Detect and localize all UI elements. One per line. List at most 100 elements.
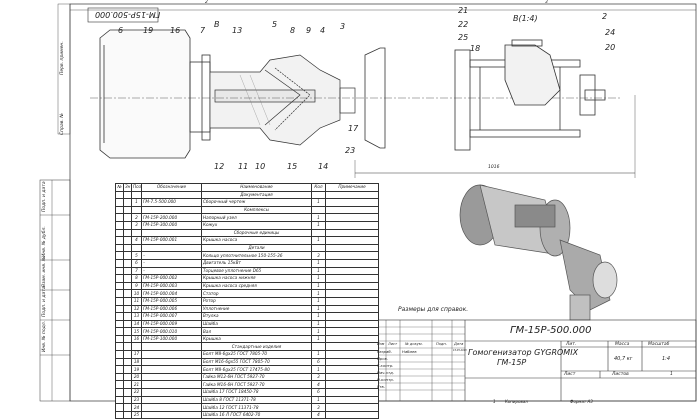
name-cell: Гайка М12-6Н ГОСТ 5927-70	[201, 372, 312, 382]
scale-value: 1:4	[662, 356, 671, 362]
lit-label: Лит.	[566, 342, 577, 347]
pos-cell: 14	[131, 319, 142, 329]
name-cell: Шайба 17 ГОСТ 18450-78	[201, 388, 312, 397]
code-cell	[141, 357, 202, 367]
frame-number: 2	[205, 0, 208, 5]
empty-cell	[325, 334, 379, 344]
empty-cell	[311, 243, 326, 253]
col-header: Лист	[388, 342, 398, 346]
empty-cell	[115, 372, 124, 382]
empty-cell	[115, 395, 124, 405]
scale-label: Масштаб	[648, 342, 670, 347]
name-cell: Втулка	[201, 312, 312, 321]
empty-cell	[123, 380, 132, 390]
callout-number: 21	[458, 6, 469, 15]
pos-cell: 3	[131, 220, 142, 230]
empty-cell	[325, 251, 379, 260]
empty-cell	[141, 228, 202, 238]
name-cell: Кожух	[201, 220, 312, 230]
empty-cell	[115, 296, 124, 306]
empty-cell	[115, 198, 124, 207]
pos-cell: 18	[131, 357, 142, 367]
empty-cell	[115, 380, 124, 390]
qty-cell: 1	[311, 213, 326, 222]
empty-cell	[123, 350, 132, 359]
section-row: Детали	[115, 243, 379, 253]
qty-cell: 1	[311, 334, 326, 344]
empty-cell	[123, 372, 132, 382]
empty-cell	[115, 243, 124, 253]
qty-cell: 1	[311, 319, 326, 329]
code-cell: ГМ-15Р-000.003	[141, 281, 202, 291]
empty-cell	[115, 274, 124, 283]
empty-cell	[311, 205, 326, 215]
reference-note: Размеры для справок.	[398, 306, 469, 313]
stamp-box	[87, 7, 159, 23]
empty-cell	[123, 190, 132, 200]
code-cell: ГМ-15Р-000.004	[141, 289, 202, 298]
role-label: Т.контр.	[377, 363, 394, 368]
empty-cell	[115, 342, 124, 352]
empty-cell	[115, 190, 124, 200]
pos-cell: 11	[131, 296, 142, 306]
empty-cell	[141, 190, 202, 200]
pos-cell: 8	[131, 274, 142, 283]
column-header: Наименование	[201, 183, 312, 192]
empty-cell	[325, 289, 379, 298]
empty-cell	[325, 380, 379, 390]
empty-cell	[115, 220, 124, 230]
empty-cell	[123, 319, 132, 329]
callout-number: 20	[605, 43, 616, 52]
empty-cell	[325, 220, 379, 230]
empty-cell	[325, 228, 379, 238]
pos-cell: 1	[131, 198, 142, 207]
empty-cell	[141, 205, 202, 215]
col-header: Подп.	[436, 342, 447, 346]
empty-cell	[123, 243, 132, 253]
empty-cell	[325, 410, 379, 419]
pos-cell: 20	[131, 372, 142, 382]
copied-label: Копировал	[505, 399, 528, 404]
empty-cell	[123, 289, 132, 298]
callout-number: 5	[272, 20, 278, 29]
drawing-designation: ГМ-15Р-500.000	[510, 325, 592, 336]
name-cell: Шайба 16 Л ГОСТ 6402-70	[201, 410, 312, 419]
callout-number: 23	[345, 146, 356, 155]
code-cell: ГМ-15Р-300.000	[141, 220, 202, 230]
section-row: Комплексы	[115, 205, 379, 215]
view-arrow-label: В	[214, 20, 220, 29]
name-cell: Крышка насоса средняя	[201, 281, 312, 291]
section-title: Документация	[201, 190, 312, 200]
pos-cell: 22	[131, 388, 142, 397]
empty-cell	[325, 372, 379, 382]
qty-cell: 1	[311, 274, 326, 283]
product-name: Гомогенизатор GYGROMIX	[468, 348, 579, 357]
empty-cell	[311, 342, 326, 352]
margin-label: Справ. №	[60, 113, 65, 135]
frame-number: 3	[545, 0, 548, 5]
code-cell: –	[141, 251, 202, 260]
name-cell: Двигатель 15кВт	[201, 258, 312, 268]
callout-number: 18	[470, 44, 481, 53]
empty-cell	[325, 342, 379, 352]
code-cell	[141, 410, 202, 419]
side-view-motor	[364, 39, 606, 151]
empty-cell	[115, 312, 124, 321]
qty-cell: 1	[311, 281, 326, 291]
empty-cell	[115, 266, 124, 276]
pos-cell: 13	[131, 312, 142, 321]
column-header: №	[115, 183, 124, 192]
name-cell: Кольцо уплотнительное 150-155-36	[201, 251, 312, 260]
overall-dimension: 1016	[488, 165, 500, 170]
name-cell: Статор	[201, 289, 312, 298]
pos-cell: 10	[131, 289, 142, 298]
empty-cell	[325, 304, 379, 314]
empty-cell	[123, 388, 132, 397]
name-cell: Сборочный чертеж	[201, 198, 312, 207]
